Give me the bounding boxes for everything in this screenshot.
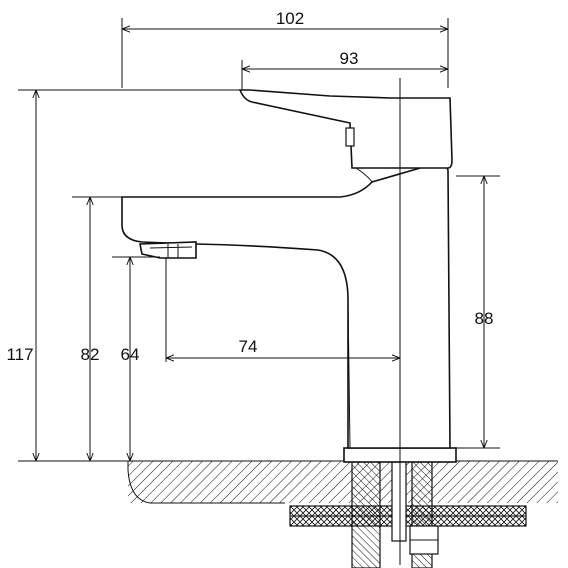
dimension-spout-reach: 74 xyxy=(165,258,400,362)
dimension-spout-top-height: 82 xyxy=(72,196,122,461)
dimension-label-93: 93 xyxy=(340,49,359,68)
faucet-body xyxy=(121,158,451,449)
dimension-body-height: 88 xyxy=(456,175,500,449)
countertop xyxy=(127,460,558,504)
mounting-plate xyxy=(289,505,527,527)
dimension-overall-height: 117 xyxy=(6,89,240,462)
lever-handle xyxy=(238,89,453,183)
dimension-label-102: 102 xyxy=(276,9,304,28)
dimension-spout-outlet-height: 64 xyxy=(112,256,160,461)
dimension-label-117: 117 xyxy=(6,345,33,364)
dimension-handle-reach: 93 xyxy=(241,49,448,90)
dimension-label-82: 82 xyxy=(81,345,100,364)
supply-hose-left xyxy=(351,460,381,568)
aerator xyxy=(139,241,197,259)
dimension-label-74: 74 xyxy=(239,337,258,356)
dimension-label-88: 88 xyxy=(475,309,494,328)
dimension-overall-width: 102 xyxy=(121,9,449,88)
dimension-label-64: 64 xyxy=(121,345,140,364)
